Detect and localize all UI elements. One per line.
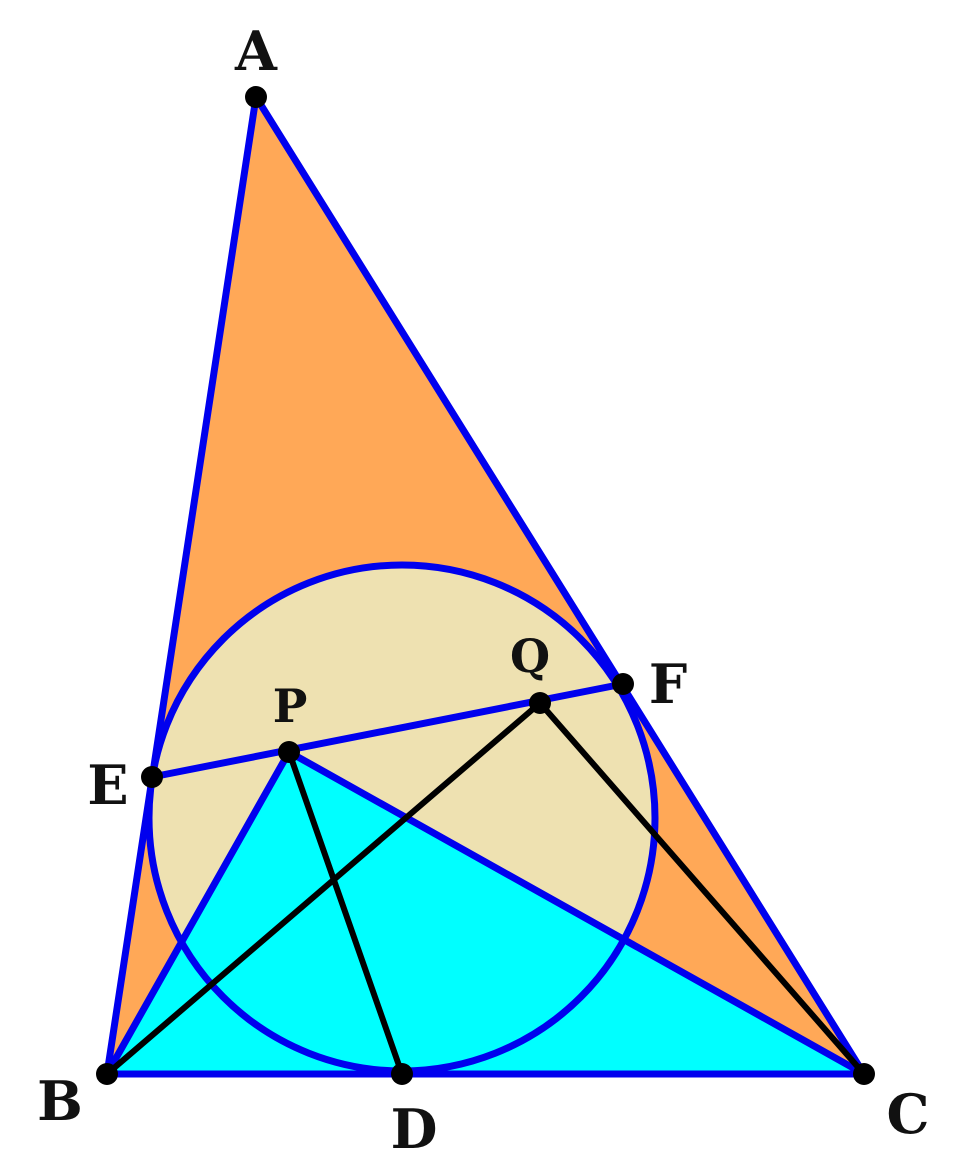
triangle-pbc-fill bbox=[107, 752, 864, 1074]
point-a bbox=[245, 86, 267, 108]
label-q: Q bbox=[510, 629, 550, 683]
label-b: B bbox=[37, 1069, 83, 1133]
segment-pb bbox=[103, 748, 293, 1078]
point-f bbox=[612, 673, 634, 695]
point-p bbox=[278, 741, 300, 763]
label-a: A bbox=[234, 19, 278, 83]
label-p: P bbox=[273, 679, 308, 733]
segment-bq bbox=[104, 700, 543, 1077]
edge-ac bbox=[252, 93, 868, 1078]
segment-pc bbox=[285, 748, 868, 1078]
edge-ab bbox=[103, 93, 260, 1078]
label-e: E bbox=[87, 753, 128, 817]
point-c bbox=[853, 1063, 875, 1085]
label-d: D bbox=[391, 1097, 438, 1161]
segment-pd bbox=[286, 749, 405, 1077]
segment-qc bbox=[537, 700, 867, 1077]
point-q bbox=[529, 692, 551, 714]
label-c: C bbox=[887, 1082, 930, 1146]
label-f: F bbox=[649, 652, 687, 716]
point-e bbox=[141, 766, 163, 788]
point-d bbox=[391, 1063, 413, 1085]
point-b bbox=[96, 1063, 118, 1085]
